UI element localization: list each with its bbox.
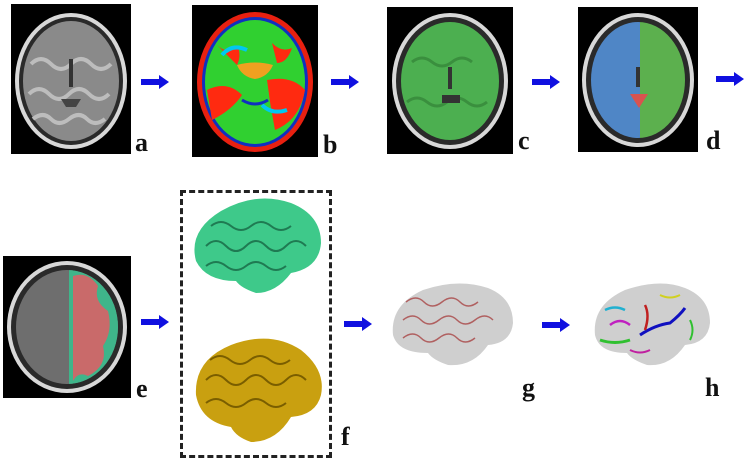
arrow-right-icon [141,315,169,329]
arrow-right-icon [331,75,359,89]
arrow-right-icon [532,75,560,89]
panel-label-g: g [522,373,535,402]
panel-a-t1-mri [11,4,131,154]
tissue-segmentation-image [7,261,127,393]
arrow-right-icon [141,75,169,89]
arrow-right-icon [542,318,570,332]
hemisphere-segmentation-image [582,13,694,147]
panel-e-tissue-segmentation [3,256,131,398]
panel-label-e: e [136,374,148,403]
panel-label-a: a [135,128,148,157]
panel-label-h: h [705,373,720,402]
mri-slice-image [15,13,127,149]
panel-g-sulcal-lines [388,280,518,375]
panel-b-pseudocolor [192,5,318,157]
pial-surface-image [186,196,328,301]
panel-d-hemisphere-segmentation [578,7,698,152]
white-surface-image [188,335,328,445]
panel-c-brain-mask [387,7,513,154]
arrow-right-icon [716,72,744,86]
panel-label-b: b [323,130,338,159]
panel-h-labeled-sulci [590,280,715,375]
arrow-right-icon [344,317,372,331]
brain-mask-image [392,13,508,149]
panel-label-f: f [341,422,350,451]
panel-label-d: d [706,126,721,155]
pseudocolor-slice-image [197,12,313,152]
panel-f-surface-group [180,190,332,458]
panel-label-c: c [518,126,530,155]
